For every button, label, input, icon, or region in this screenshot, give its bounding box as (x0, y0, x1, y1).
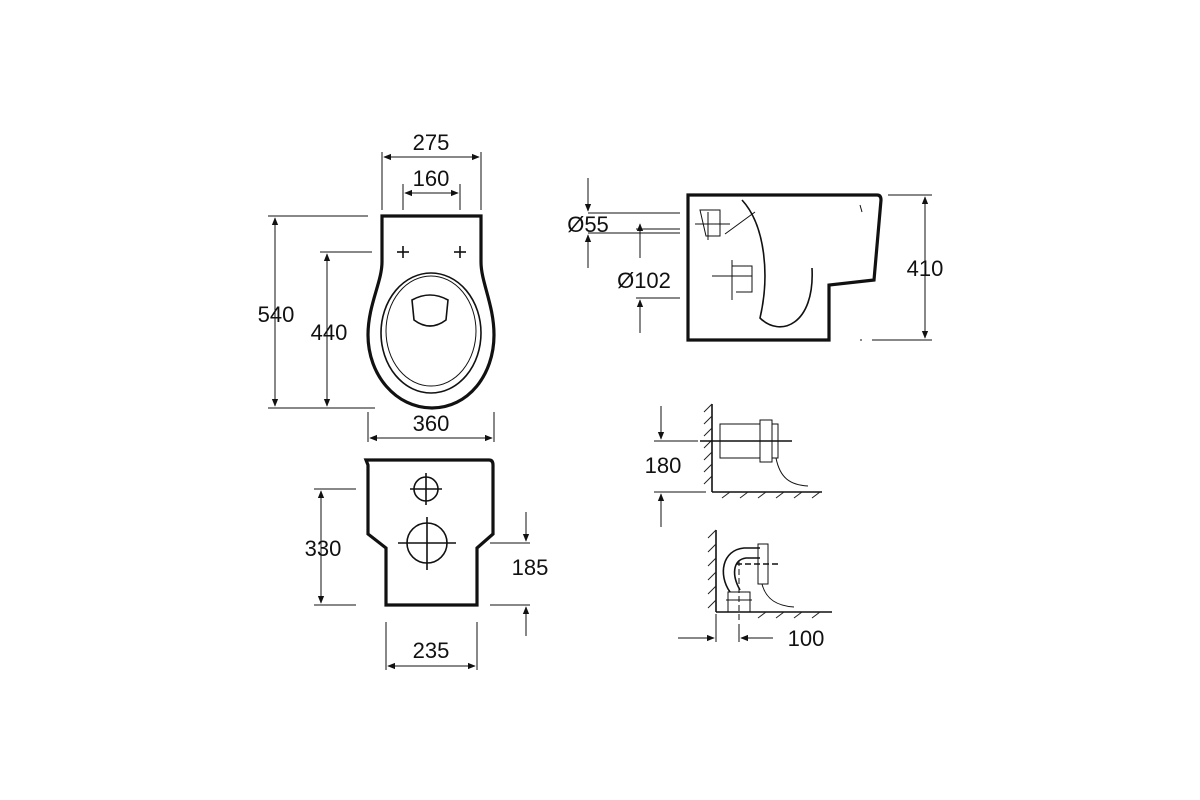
dim-rear-outlet-height: 180 (645, 453, 682, 478)
dim-back-offset: 185 (512, 555, 549, 580)
dim-top-width-inner: 160 (413, 166, 450, 191)
dim-floor-outlet-offset: 100 (788, 626, 825, 651)
dim-top-width-outer: 275 (413, 130, 450, 155)
side-view: Ø55 Ø102 410 (567, 178, 944, 342)
side-view-outline (686, 193, 883, 342)
flush-channel (741, 199, 813, 328)
dim-seat-length: 440 (311, 320, 348, 345)
bowl-rim (380, 272, 482, 394)
dim-total-length: 540 (258, 302, 295, 327)
rear-outlet-detail: 180 (645, 403, 822, 527)
hinge-mark-left (397, 246, 409, 258)
back-view: 330 185 235 (305, 458, 549, 670)
hinge-mark-right (454, 246, 466, 258)
floor-outlet-detail: 100 (678, 529, 832, 651)
bowl-inner (385, 275, 477, 387)
dim-total-height: 410 (907, 256, 944, 281)
dim-max-width: 360 (413, 411, 450, 436)
dim-outlet-diameter: Ø55 (567, 212, 609, 237)
back-view-outline (363, 458, 495, 607)
top-view: 275 160 540 440 360 (258, 130, 496, 442)
drain-opening (411, 294, 449, 327)
dim-inlet-diameter: Ø102 (617, 268, 671, 293)
dim-back-bottom-width: 235 (413, 638, 450, 663)
dim-back-height: 330 (305, 536, 342, 561)
top-view-outline (366, 214, 496, 410)
